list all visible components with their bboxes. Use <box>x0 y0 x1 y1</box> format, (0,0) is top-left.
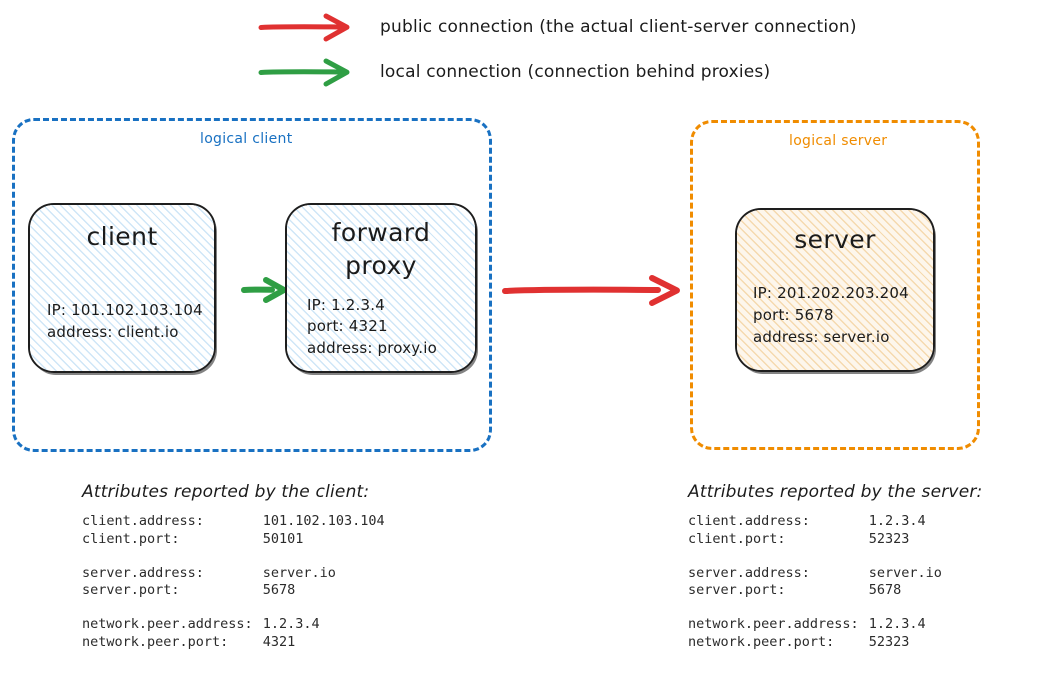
attr-value: 101.102.103.104 <box>262 513 385 529</box>
table-row: server.port: 5678 <box>82 582 385 600</box>
connector-proxy-to-server-red-arrow <box>502 275 680 306</box>
attr-value: 52323 <box>868 634 910 651</box>
table-row: server.port: 5678 <box>688 582 942 600</box>
node-client-attributes: IP: 101.102.103.104 address: client.io <box>47 300 203 344</box>
legend-item-local: local connection (connection behind prox… <box>258 55 770 89</box>
client-attr-address: address: client.io <box>47 323 179 341</box>
green-arrow-icon <box>258 58 350 87</box>
table-row-spacer <box>688 600 942 616</box>
attr-key: network.peer.address: <box>688 616 859 633</box>
attr-key: client.port: <box>688 530 786 547</box>
logical-server-group <box>690 120 980 450</box>
proxy-hatch-fill <box>287 205 475 371</box>
table-row: network.peer.port: 52323 <box>688 634 942 652</box>
proxy-attr-address: address: proxy.io <box>307 339 437 357</box>
table-row: network.peer.address: 1.2.3.4 <box>82 616 385 634</box>
node-client[interactable]: client IP: 101.102.103.104 address: clie… <box>28 203 216 373</box>
client-hatch-fill <box>30 205 214 371</box>
legend-item-public: public connection (the actual client-ser… <box>258 10 857 44</box>
server-attr-ip: IP: 201.202.203.204 <box>753 284 909 303</box>
client-attributes-table: client.address: 101.102.103.104 client.p… <box>82 513 385 652</box>
attr-value: 5678 <box>262 582 296 599</box>
attr-key: client.port: <box>82 530 180 547</box>
client-attributes-heading: Attributes reported by the client: <box>82 482 370 502</box>
node-forward-proxy-attributes: IP: 1.2.3.4 port: 4321 address: proxy.io <box>307 295 437 360</box>
attr-value: 1.2.3.4 <box>868 513 926 529</box>
attr-key: network.peer.port: <box>82 634 229 651</box>
attr-key: client.address: <box>82 513 204 529</box>
attr-key: network.peer.port: <box>688 634 835 651</box>
table-row-spacer <box>82 600 385 616</box>
table-row: server.address: server.io <box>82 565 385 583</box>
server-attr-address: address: server.io <box>753 327 890 346</box>
attr-value: 5678 <box>868 582 902 599</box>
node-server-title: server <box>794 225 876 254</box>
client-attributes-block: Attributes reported by the client: clien… <box>82 482 385 652</box>
proxy-attr-port: port: 4321 <box>307 317 388 336</box>
logical-client-label: logical client <box>200 131 293 147</box>
node-client-title: client <box>86 222 158 251</box>
attr-key: server.address: <box>688 564 810 581</box>
table-row: client.address: 1.2.3.4 <box>688 513 942 531</box>
logical-server-label: logical server <box>789 133 888 149</box>
attr-value: server.io <box>868 564 942 581</box>
proxy-attr-ip: IP: 1.2.3.4 <box>307 295 385 314</box>
table-row: network.peer.address: 1.2.3.4 <box>688 616 942 634</box>
attr-key: network.peer.address: <box>82 616 253 633</box>
attr-value: 50101 <box>262 530 304 547</box>
attr-key: client.address: <box>688 513 810 529</box>
table-row: client.port: 52323 <box>688 531 942 549</box>
attr-value: 1.2.3.4 <box>262 616 320 633</box>
logical-client-group <box>12 118 492 452</box>
attr-key: server.port: <box>688 582 786 599</box>
node-forward-proxy-title-line1: forward <box>331 218 431 247</box>
table-row-spacer <box>82 549 385 565</box>
client-attr-ip: IP: 101.102.103.104 <box>47 301 203 320</box>
table-row: network.peer.port: 4321 <box>82 634 385 652</box>
node-forward-proxy[interactable]: forward proxy IP: 1.2.3.4 port: 4321 add… <box>285 203 477 373</box>
attr-value: 52323 <box>868 530 910 547</box>
server-attributes-block: Attributes reported by the server: clien… <box>688 482 982 652</box>
server-attr-port: port: 5678 <box>753 306 834 324</box>
table-row: server.address: server.io <box>688 565 942 583</box>
attr-key: server.port: <box>82 582 180 599</box>
node-forward-proxy-title-line2: proxy <box>345 251 417 281</box>
attr-value: server.io <box>262 564 336 581</box>
table-row: client.address: 101.102.103.104 <box>82 513 385 531</box>
server-attributes-heading: Attributes reported by the server: <box>688 482 983 502</box>
attr-value: 4321 <box>262 634 296 651</box>
red-arrow-icon <box>258 13 350 42</box>
node-server[interactable]: server IP: 201.202.203.204 port: 5678 ad… <box>735 208 935 372</box>
legend-label-public: public connection (the actual client-ser… <box>380 17 857 37</box>
server-hatch-fill <box>737 210 933 370</box>
table-row-spacer <box>688 549 942 565</box>
attr-value: 1.2.3.4 <box>868 616 926 633</box>
legend-label-local: local connection (connection behind prox… <box>380 62 771 82</box>
table-row: client.port: 50101 <box>82 531 385 549</box>
server-attributes-table: client.address: 1.2.3.4 client.port: 523… <box>688 513 942 652</box>
node-server-attributes: IP: 201.202.203.204 port: 5678 address: … <box>753 283 909 348</box>
attr-key: server.address: <box>82 564 204 581</box>
